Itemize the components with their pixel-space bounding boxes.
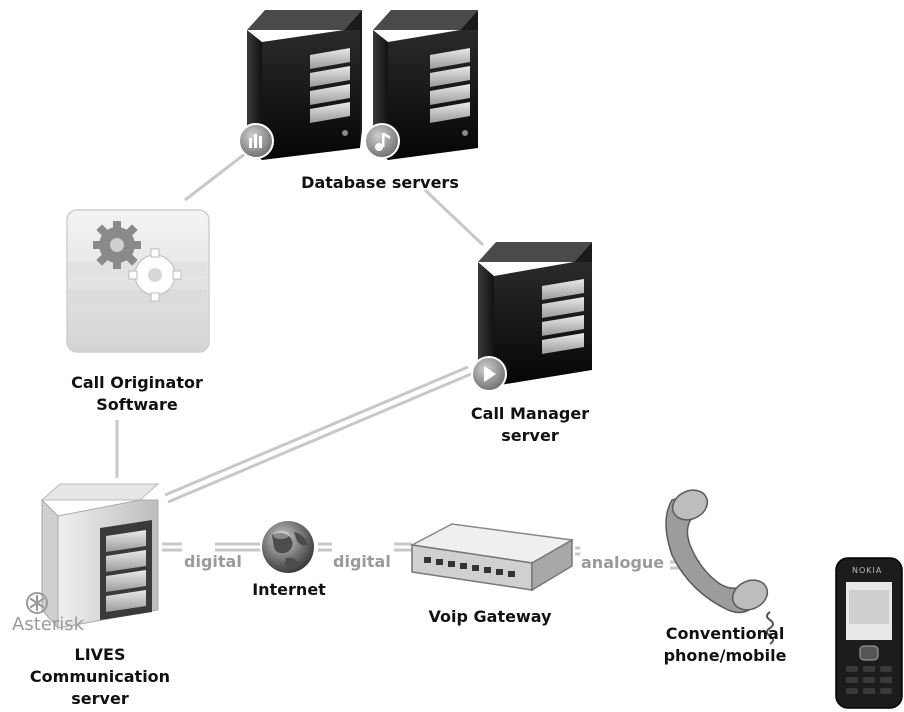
database-server-2-icon	[373, 10, 478, 160]
edge-label-server-internet: digital	[184, 552, 242, 571]
phone-label: Conventional phone/mobile	[650, 623, 800, 667]
voip-gateway-icon	[409, 523, 575, 592]
call-originator-label: Call Originator Software	[52, 372, 222, 416]
call-manager-server-icon	[478, 242, 592, 386]
music-note-badge-icon	[364, 123, 400, 159]
edge-label-internet-gateway: digital	[333, 552, 391, 571]
database-servers-label: Database servers	[301, 173, 459, 192]
database-server-1-icon	[247, 10, 362, 160]
drive-bays	[430, 48, 470, 123]
lives-server-label-line3: server	[71, 689, 129, 708]
asterisk-wordmark: Asterisk	[12, 614, 85, 635]
gear-icon	[93, 221, 141, 269]
internet-label: Internet	[252, 580, 326, 599]
lives-server-label-line2: Communication	[29, 667, 171, 686]
play-badge-icon	[471, 356, 507, 392]
asterisk-logo	[26, 592, 48, 614]
call-manager-label-line2: server	[501, 426, 559, 445]
line-lives-to-callmanager-b	[167, 372, 472, 504]
mobile-phone-icon	[835, 557, 903, 709]
call-originator-label-line1: Call Originator	[71, 373, 203, 392]
lives-server-label: LIVES Communication server	[20, 644, 180, 710]
line-database-to-callmanager	[423, 188, 485, 247]
line-originator-to-database	[184, 148, 251, 202]
connector-lines	[115, 148, 700, 570]
call-manager-label: Call Manager server	[455, 403, 605, 447]
call-originator-label-line2: Software	[96, 395, 178, 414]
call-manager-label-line1: Call Manager	[470, 404, 590, 423]
phone-label-line1: Conventional	[665, 624, 785, 643]
phone-label-line2: phone/mobile	[663, 646, 787, 665]
call-originator-software-icon	[66, 209, 210, 353]
gear-icon	[128, 248, 182, 302]
line-lives-to-callmanager-a	[164, 365, 469, 497]
edge-label-gateway-phone: analogue	[581, 553, 665, 572]
drive-bays	[310, 48, 350, 123]
lives-server-icon	[40, 483, 160, 630]
voip-gateway-label: Voip Gateway	[428, 607, 552, 626]
globe-icon	[262, 521, 314, 573]
lives-server-label-line1: LIVES	[74, 645, 126, 664]
equalizer-badge-icon	[238, 123, 274, 159]
phone-brand-label: NOKIA	[852, 566, 883, 575]
telephone-handset-icon	[665, 489, 774, 645]
